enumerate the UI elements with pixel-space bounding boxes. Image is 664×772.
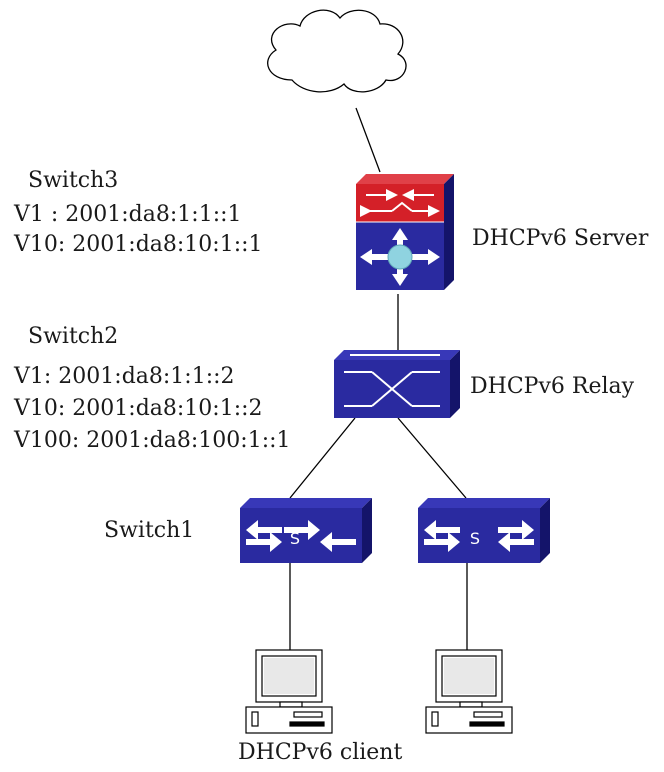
switch1-name: Switch1: [104, 518, 195, 543]
access-switch-badge: S: [290, 529, 300, 548]
link-relay-switch1: [289, 417, 356, 499]
relay-switch-icon: [334, 350, 460, 418]
switch2-v10-address: V10: 2001:da8:10:1::2: [14, 396, 263, 421]
access-switch-badge: S: [470, 529, 480, 548]
switch3-role: DHCPv6 Server: [472, 226, 649, 251]
link-cloud-server: [355, 107, 381, 173]
pc-icon: [425, 649, 513, 734]
switch3-v10-address: V10: 2001:da8:10:1::1: [14, 232, 263, 257]
switch2-name: Switch2: [28, 324, 119, 349]
switch3-v1-address: V1 : 2001:da8:1:1::1: [14, 202, 242, 227]
switch2-v100-address: V100: 2001:da8:100:1::1: [14, 428, 291, 453]
switch2-v1-address: V1: 2001:da8:1:1::2: [14, 364, 235, 389]
access-switch-icon: S: [240, 498, 372, 563]
link-relay-switch-right: [397, 417, 467, 499]
switch3-name: Switch3: [28, 168, 119, 193]
pc-icon: [245, 649, 333, 734]
clients-label: DHCPv6 client: [238, 740, 403, 765]
links: [289, 107, 468, 650]
cloud-icon: [267, 9, 407, 93]
access-switch-icon: S: [418, 498, 550, 563]
l3-switch-icon: [356, 174, 454, 290]
switch2-role: DHCPv6 Relay: [470, 374, 635, 399]
